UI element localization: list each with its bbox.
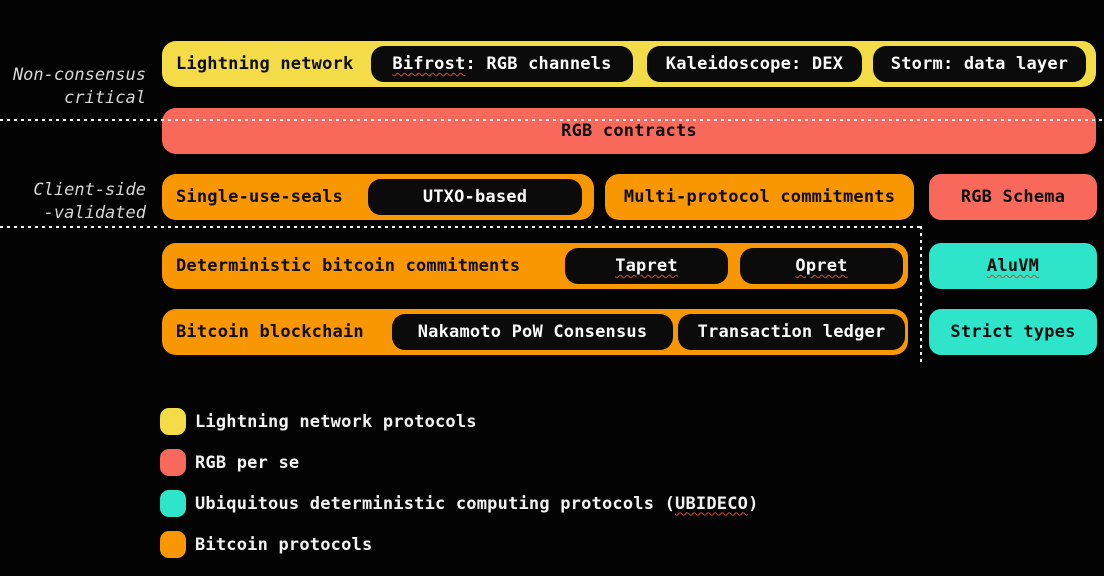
strict-types-label: Strict types [950,322,1076,342]
aluvm-pill: AluVM [929,243,1097,289]
nakamoto-pow-pill: Nakamoto PoW Consensus [392,314,673,350]
side-label-non-consensus: Non-consensus critical [0,64,146,110]
strict-types-pill: Strict types [929,309,1097,355]
multi-protocol-commitments-label: Multi-protocol commitments [623,187,896,207]
lightning-network-bar: Lightning network Bifrost: RGB channels … [162,41,1096,87]
deterministic-commitments-label: Deterministic bitcoin commitments [176,256,521,276]
utxo-based-pill-label: UTXO-based [422,187,528,207]
storm-pill-label: Storm: data layer [890,54,1069,74]
dotted-separator-vertical [920,226,922,365]
single-use-seals-label: Single-use-seals [176,187,343,207]
deterministic-commitments-bar: Deterministic bitcoin commitments Tapret… [162,243,908,289]
rgb-contracts-bar: RGB contracts [162,108,1096,154]
transaction-ledger-pill: Transaction ledger [678,314,905,350]
rgb-schema-pill: RGB Schema [929,174,1097,220]
bifrost-pill: Bifrost: RGB channels [371,46,633,82]
legend-item-ubideco: Ubiquitous deterministic computing proto… [160,490,759,517]
storm-pill: Storm: data layer [873,46,1086,82]
side-label-line: Client-side [33,180,146,200]
bifrost-pill-rest: : RGB channels [465,54,612,74]
kaleidoscope-pill-label: Kaleidoscope: DEX [665,54,844,74]
legend-swatch-yellow-icon [160,408,186,435]
dotted-separator-non-consensus [0,119,1104,121]
legend-label: RGB per se [195,452,300,473]
tapret-pill: Tapret [565,248,728,284]
legend-swatch-salmon-icon [160,449,186,476]
bitcoin-blockchain-bar: Bitcoin blockchain Nakamoto PoW Consensu… [162,309,908,355]
side-label-line: Non-consensus [12,65,146,85]
legend-swatch-teal-icon [160,490,186,517]
nakamoto-pow-label: Nakamoto PoW Consensus [417,322,648,342]
lightning-network-label: Lightning network [176,54,354,74]
side-label-line: critical [64,88,146,108]
legend-label: Bitcoin protocols [195,534,373,555]
rgb-schema-label: RGB Schema [960,187,1066,207]
single-use-seals-bar: Single-use-seals UTXO-based [162,174,594,220]
legend-label: Lightning network protocols [195,411,477,432]
dotted-separator-client-side [0,226,921,228]
legend-swatch-orange-icon [160,531,186,558]
legend-item-rgb: RGB per se [160,449,299,476]
legend-item-lightning: Lightning network protocols [160,408,477,435]
rgb-contracts-label: RGB contracts [561,121,697,141]
tapret-pill-label: Tapret [615,256,678,276]
legend-label: Ubiquitous deterministic computing proto… [195,494,759,514]
legend-label-prefix: Ubiquitous deterministic computing proto… [195,493,676,514]
legend-label-suffix: ) [748,493,759,514]
opret-pill: Opret [740,248,903,284]
opret-pill-label: Opret [795,256,848,276]
transaction-ledger-label: Transaction ledger [697,322,886,342]
aluvm-label: AluVM [986,256,1040,276]
multi-protocol-commitments-bar: Multi-protocol commitments [605,174,914,220]
side-label-line: -validated [43,203,146,223]
utxo-based-pill: UTXO-based [368,179,582,215]
kaleidoscope-pill: Kaleidoscope: DEX [647,46,862,82]
side-label-client-side: Client-side -validated [0,179,146,225]
legend-item-bitcoin: Bitcoin protocols [160,531,372,558]
legend-label-word: UBIDECO [675,493,749,514]
bitcoin-blockchain-label: Bitcoin blockchain [176,322,364,342]
bifrost-pill-word: Bifrost [392,54,466,74]
